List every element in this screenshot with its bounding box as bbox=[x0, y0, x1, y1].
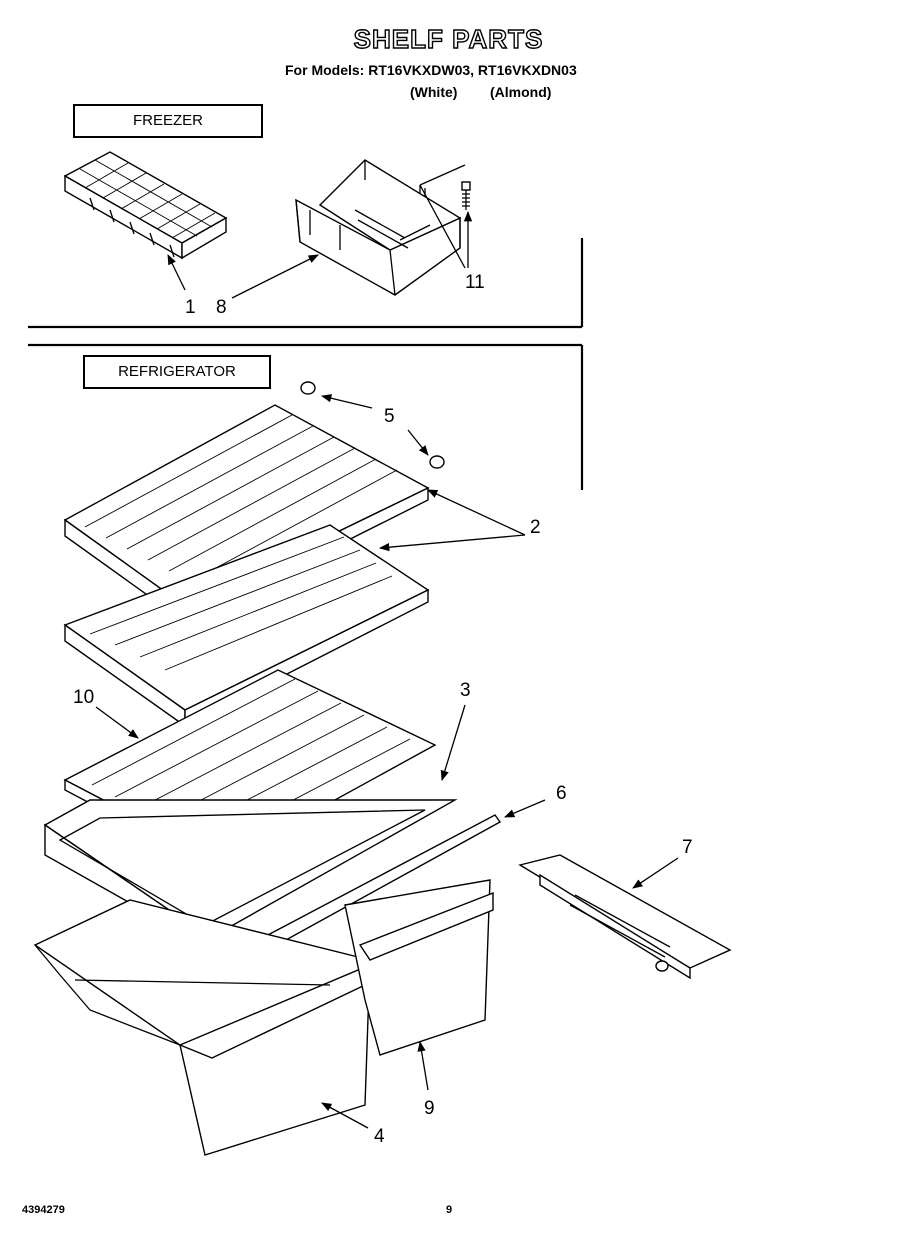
callout-11: 11 bbox=[465, 272, 485, 293]
freezer-shelf-drawing bbox=[295, 159, 462, 296]
callout-4: 4 bbox=[374, 1126, 385, 1147]
refrigerator-section-label: REFRIGERATOR bbox=[83, 355, 271, 389]
callout-6: 6 bbox=[556, 783, 567, 804]
page-title: SHELF PARTS bbox=[353, 23, 544, 54]
callout-5: 5 bbox=[384, 406, 395, 427]
callout-10: 10 bbox=[73, 687, 95, 708]
callout-3: 3 bbox=[460, 680, 471, 701]
page-number: 9 bbox=[446, 1204, 453, 1216]
callout-7: 7 bbox=[682, 837, 693, 858]
small-crisper-drawer-drawing bbox=[344, 879, 494, 1056]
crisper-rail-drawing bbox=[518, 854, 732, 980]
leader-lines bbox=[95, 164, 679, 1129]
section-dividers bbox=[28, 238, 584, 490]
screw-drawing bbox=[461, 181, 471, 210]
glass-shelves-drawing bbox=[63, 404, 430, 728]
models-line: For Models: RT16VKXDW03, RT16VKXDN03 bbox=[285, 62, 577, 78]
ice-cube-tray-drawing bbox=[63, 151, 228, 260]
callout-1: 1 bbox=[185, 297, 196, 318]
callout-8: 8 bbox=[216, 297, 227, 318]
callout-2: 2 bbox=[530, 517, 541, 538]
freezer-section-label: FREEZER bbox=[73, 104, 263, 138]
color-white-label: (White) bbox=[410, 84, 458, 100]
callout-9: 9 bbox=[424, 1098, 435, 1119]
large-crisper-drawer-drawing bbox=[33, 899, 372, 1156]
document-number: 4394279 bbox=[22, 1204, 65, 1216]
shelf-studs-drawing bbox=[300, 381, 445, 469]
color-almond-label: (Almond) bbox=[490, 84, 552, 100]
